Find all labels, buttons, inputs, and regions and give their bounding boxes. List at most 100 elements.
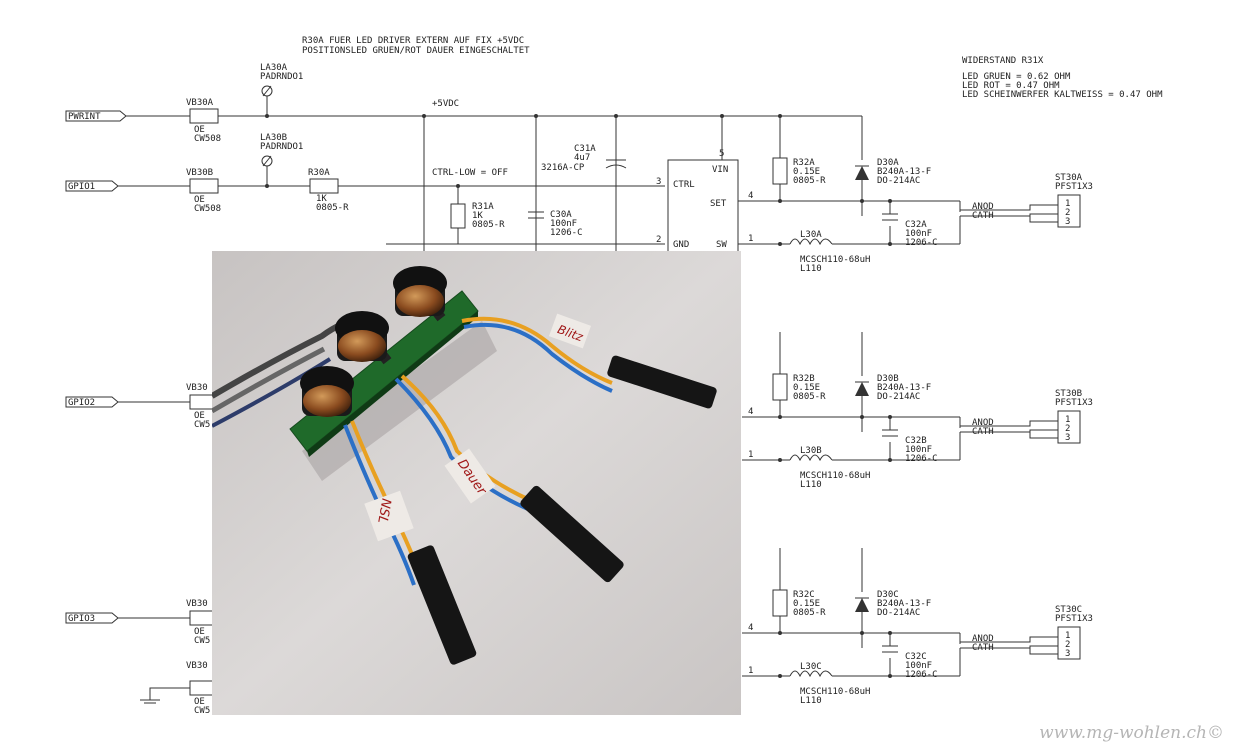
resistor-r31a: R31A 1K 0805-R [450, 202, 505, 230]
svg-text:2: 2 [656, 235, 661, 245]
svg-text:VB30: VB30 [186, 661, 208, 671]
port-gpio1: GPIO1 [65, 180, 119, 192]
svg-text:CW5: CW5 [194, 706, 210, 716]
svg-text:VB30B: VB30B [186, 168, 213, 178]
svg-text:VB30A: VB30A [186, 98, 214, 108]
svg-text:R32A: R32A [793, 158, 815, 168]
ferrite-vb30b: VB30B OE CW508 [186, 168, 221, 214]
svg-text:R32B: R32B [793, 374, 815, 384]
cathode-label: CATH [972, 211, 994, 221]
svg-text:CTRL: CTRL [673, 180, 695, 190]
note-title-1: R30A FUER LED DRIVER EXTERN AUF FIX +5VD… [302, 36, 524, 46]
svg-text:CW508: CW508 [194, 204, 221, 214]
svg-text:3: 3 [656, 177, 661, 187]
svg-text:B240A-13-F: B240A-13-F [877, 383, 931, 393]
capacitor-c30a: C30A 100nF 1206-C [528, 210, 583, 238]
svg-text:L110: L110 [800, 264, 822, 274]
svg-text:LA30B: LA30B [260, 133, 287, 143]
svg-text:LA30A: LA30A [260, 63, 288, 73]
svg-text:3: 3 [1065, 649, 1070, 659]
svg-text:D30B: D30B [877, 374, 899, 384]
svg-text:GND: GND [673, 240, 689, 250]
svg-text:GPIO3: GPIO3 [68, 614, 95, 624]
svg-text:2: 2 [1065, 424, 1070, 434]
ferrite-vb30c: VB30 OE CW5 [186, 383, 219, 430]
svg-text:4u7: 4u7 [574, 153, 590, 163]
svg-text:PADRNDO1: PADRNDO1 [260, 72, 303, 82]
svg-text:0.15E: 0.15E [793, 383, 820, 393]
svg-text:GPIO1: GPIO1 [68, 182, 95, 192]
svg-text:SW: SW [716, 240, 727, 250]
capacitor-c31a: +5VDC C31A 4u7 3216A-CP [541, 144, 627, 173]
svg-text:100nF: 100nF [905, 445, 932, 455]
output-stage: 41R32A0.15E0805-RD30AB240A-13-FDO-214ACL… [742, 116, 1093, 274]
svg-text:D30A: D30A [877, 158, 899, 168]
pin-1-label: 1 [748, 234, 753, 244]
svg-text:3: 3 [1065, 217, 1070, 227]
pin-1-label: 1 [748, 450, 753, 460]
anode-label: ANOD [972, 634, 994, 644]
cable-blitz: Blitz [461, 313, 717, 409]
svg-text:PADRNDO1: PADRNDO1 [260, 142, 303, 152]
cathode-label: CATH [972, 643, 994, 653]
cable-dauer: Dauer [394, 374, 624, 583]
svg-text:1: 1 [1065, 415, 1070, 425]
svg-text:0805-R: 0805-R [793, 608, 826, 618]
svg-text:C30A: C30A [550, 210, 572, 220]
pin-4-label: 4 [748, 407, 753, 417]
pad-la30b: LA30B PADRNDO1 [260, 133, 303, 188]
svg-text:OE: OE [194, 411, 205, 421]
svg-text:C32B: C32B [905, 436, 927, 446]
svg-text:MCSCH110-68uH: MCSCH110-68uH [800, 471, 870, 481]
svg-text:VIN: VIN [712, 165, 728, 175]
svg-text:1206-C: 1206-C [905, 670, 938, 680]
svg-text:1206-C: 1206-C [905, 238, 938, 248]
pad-la30a: LA30A PADRNDO1 [260, 63, 303, 118]
pin-4-label: 4 [748, 623, 753, 633]
svg-text:C32C: C32C [905, 652, 927, 662]
svg-text:0.15E: 0.15E [793, 167, 820, 177]
svg-text:L110: L110 [800, 696, 822, 706]
anode-label: ANOD [972, 202, 994, 212]
svg-text:R32C: R32C [793, 590, 815, 600]
pin-4-label: 4 [748, 191, 753, 201]
svg-text:1K: 1K [472, 211, 483, 221]
note-res-red: LED ROT = 0.47 OHM [962, 81, 1060, 91]
svg-text:ST30C: ST30C [1055, 605, 1082, 615]
resistor-r30a: R30A 1K 0805-R [308, 168, 349, 213]
cathode-label: CATH [972, 427, 994, 437]
svg-text:L30C: L30C [800, 662, 822, 672]
svg-text:R31A: R31A [472, 202, 494, 212]
label-nsl: NSL [374, 497, 393, 524]
svg-text:GPIO2: GPIO2 [68, 398, 95, 408]
svg-text:L110: L110 [800, 480, 822, 490]
svg-text:MCSCH110-68uH: MCSCH110-68uH [800, 255, 870, 265]
svg-text:VB30: VB30 [186, 383, 208, 393]
svg-text:3216A-CP: 3216A-CP [541, 163, 585, 173]
svg-text:OE: OE [194, 125, 205, 135]
svg-text:DO-214AC: DO-214AC [877, 392, 920, 402]
ferrite-vb30d: VB30 OE CW5 [186, 599, 219, 646]
svg-text:C32A: C32A [905, 220, 927, 230]
port-gpio3: GPIO3 [65, 612, 119, 624]
svg-text:OE: OE [194, 195, 205, 205]
svg-text:PFST1X3: PFST1X3 [1055, 182, 1093, 192]
inductor-coil [300, 366, 354, 417]
svg-text:3: 3 [1065, 433, 1070, 443]
port-pwrint: PWRINT [65, 110, 127, 122]
pcb-photo: Blitz Dauer NSL [212, 251, 741, 715]
label-ctrl-low: CTRL-LOW = OFF [432, 168, 508, 178]
note-res-title: WIDERSTAND R31X [962, 56, 1044, 66]
svg-text:1206-C: 1206-C [905, 454, 938, 464]
